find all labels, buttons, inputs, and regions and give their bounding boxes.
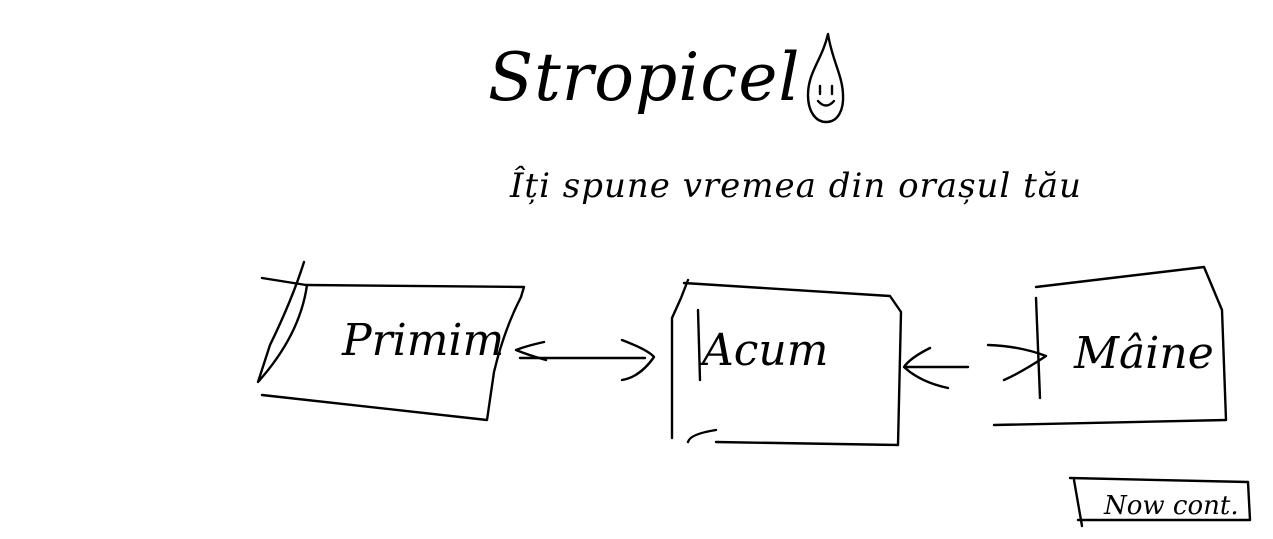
arrow-3-2 (902, 346, 970, 390)
day-box-2[interactable]: Acum (670, 278, 903, 447)
day-box-3[interactable]: Mâine (986, 265, 1228, 427)
account-button-label: Now cont. (1103, 491, 1239, 521)
account-button[interactable]: Now cont. (1068, 476, 1252, 528)
day-box-label-3: Mâine (1073, 328, 1214, 379)
day-box-label-1: Primim (341, 315, 504, 366)
arrow-1-2 (514, 338, 656, 382)
day-box-1[interactable]: Primim (256, 260, 526, 422)
tagline: Îți spune vremea din orașul tău (509, 165, 1082, 206)
app-title: Stropicel (488, 39, 801, 116)
raindrop-face-icon (806, 32, 845, 124)
day-box-label-2: Acum (698, 325, 828, 376)
